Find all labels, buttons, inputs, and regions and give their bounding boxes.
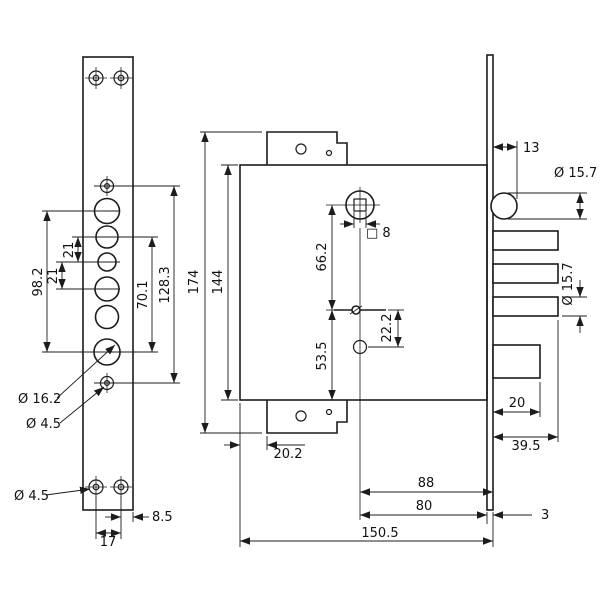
top-mounting-tab: [266, 131, 348, 165]
dimension-labels: 98.2 21 21 70.1 128.3 Ø 16.2 Ø 4.5 Ø 4.5…: [14, 141, 597, 550]
side-view-lock-body: [239, 54, 559, 520]
dim-13: 13: [523, 141, 540, 156]
dim-70-1: 70.1: [136, 281, 151, 310]
lever-follower: [326, 305, 386, 315]
dim-square-8: □ 8: [366, 226, 391, 241]
deadbolt-1: [492, 230, 559, 251]
dim-98-2: 98.2: [31, 268, 46, 297]
dim-144: 144: [211, 270, 226, 295]
dim-dia-4-5-a: Ø 4.5: [26, 417, 61, 432]
front-view-faceplate: [82, 56, 134, 511]
dim-17: 17: [100, 535, 117, 550]
dimension-lines: [42, 131, 587, 547]
dim-39-5: 39.5: [512, 439, 541, 454]
bottom-tab-hole: [295, 410, 307, 422]
dim-21-a: 21: [62, 242, 77, 259]
dim-dia-16-2: Ø 16.2: [18, 392, 61, 407]
deadbolt-3: [492, 296, 559, 317]
cylinder-screw-hole: [352, 339, 368, 355]
leader-dia4-5-b: [45, 486, 91, 496]
dim-dia-15-7-top: Ø 15.7: [554, 166, 597, 181]
dim-88: 88: [418, 476, 435, 491]
dim-80: 80: [416, 499, 433, 514]
hole-5: [94, 304, 120, 330]
auxiliary-bolt: [490, 192, 518, 220]
screw-hole-bottom-left: [85, 476, 107, 498]
bottom-mounting-tab: [266, 400, 348, 434]
screw-hole-bottom-right: [110, 476, 132, 498]
dim-128-3: 128.3: [158, 266, 173, 303]
dim-174: 174: [187, 270, 202, 295]
faceplate-outline: [82, 56, 134, 511]
deadbolt-2: [492, 263, 559, 284]
leader-dia4-5-a: [59, 386, 105, 424]
dim-8-5: 8.5: [152, 510, 173, 525]
lock-body-outline: [239, 164, 488, 401]
top-tab-hole: [295, 143, 307, 155]
dim-20-2: 20.2: [274, 447, 303, 462]
dim-21-b: 21: [46, 268, 61, 285]
dim-53-5: 53.5: [315, 342, 330, 371]
faceplate-edge: [486, 54, 494, 511]
dim-dia-4-5-b: Ø 4.5: [14, 489, 49, 504]
dim-22-2: 22.2: [380, 314, 395, 343]
dim-dia-15-7-side: Ø 15.7: [561, 262, 576, 305]
leader-dia16-2: [56, 344, 116, 399]
bottom-tab-small-hole: [325, 408, 333, 416]
screw-hole-top-left: [85, 67, 107, 89]
dim-66-2: 66.2: [315, 243, 330, 272]
spindle-square-hole: [326, 187, 380, 223]
screw-hole-top-right: [110, 67, 132, 89]
dim-150-5: 150.5: [361, 526, 398, 541]
dim-20: 20: [509, 396, 526, 411]
top-tab-small-hole: [325, 149, 333, 157]
latch-bolt: [492, 344, 541, 379]
dim-3: 3: [541, 508, 549, 523]
